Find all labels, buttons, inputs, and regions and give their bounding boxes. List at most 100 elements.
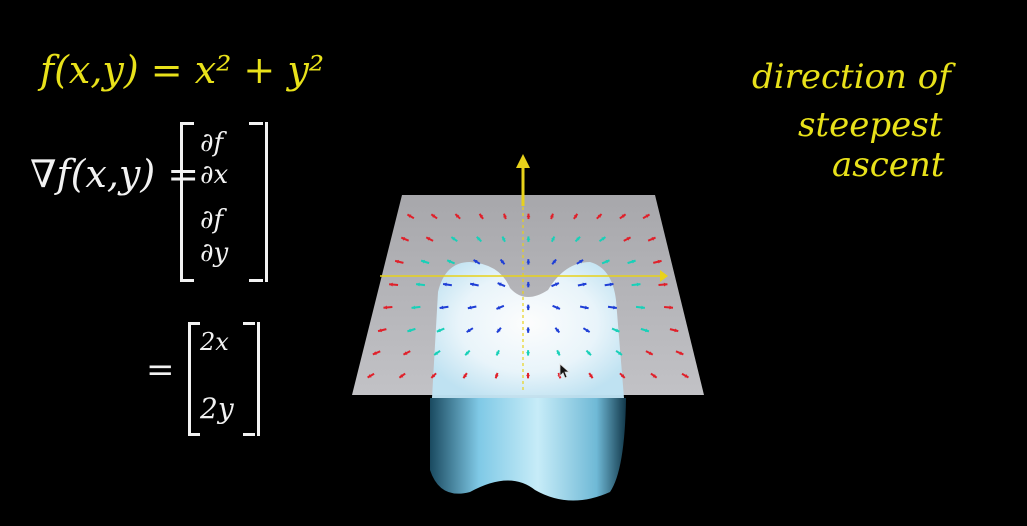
gradient-arrowhead	[601, 237, 606, 241]
gradient-arrowhead	[455, 214, 460, 218]
gradient-arrowhead	[502, 236, 506, 241]
gradient-arrowhead	[401, 237, 406, 241]
gradient-arrowhead	[389, 282, 393, 287]
gradient-arrowhead	[436, 328, 441, 333]
gradient-arrowhead	[470, 282, 474, 287]
gradient-arrowhead	[576, 236, 581, 241]
gradient-arrowhead	[556, 351, 560, 356]
gradient-arrowhead	[479, 213, 484, 218]
result-equals: =	[146, 350, 175, 390]
partial-y-numerator: ∂f	[200, 205, 224, 235]
gradient-arrowhead	[613, 305, 617, 310]
gradient-arrowhead	[626, 237, 631, 241]
gradient-arrowhead	[555, 328, 560, 333]
gradient-arrowhead	[495, 374, 499, 379]
gradient-arrowhead	[443, 282, 447, 287]
gradient-arrowhead	[451, 237, 456, 241]
gradient-lhs: ∇f(x,y) =	[30, 152, 200, 196]
gradient-arrowhead	[526, 374, 530, 379]
gradient-arrowhead	[679, 351, 684, 355]
gradient-arrowhead	[579, 259, 584, 264]
gradient-arrowhead	[496, 305, 501, 310]
gradient-arrowhead	[399, 374, 404, 378]
gradient-arrowhead	[641, 305, 645, 310]
gradient-arrowhead	[554, 282, 559, 287]
gradient-arrowhead	[526, 306, 531, 311]
gradient-arrowhead	[497, 328, 501, 333]
z-axis-arrowhead	[516, 154, 530, 168]
gradient-arrowhead	[585, 328, 590, 333]
gradient-arrowhead	[466, 328, 471, 333]
mouse-cursor-icon	[559, 363, 571, 379]
gradient-arrowhead	[467, 305, 472, 310]
gradient-arrowhead	[551, 236, 555, 241]
gradient-arrowhead	[378, 328, 382, 333]
gradient-arrowhead	[526, 213, 531, 218]
annotation-line-2: steepest	[798, 105, 943, 145]
gradient-arrowhead	[496, 351, 500, 356]
result-y-component: 2y	[200, 392, 234, 425]
gradient-arrowhead	[621, 214, 626, 218]
gradient-arrowhead	[549, 213, 554, 218]
gradient-arrowhead	[411, 305, 416, 310]
gradient-arrowhead	[644, 328, 649, 333]
gradient-arrowhead	[589, 374, 593, 379]
gradient-arrowhead	[582, 282, 587, 287]
gradient-arrowhead	[476, 236, 481, 241]
gradient-arrowhead	[587, 351, 591, 356]
gradient-arrowhead	[651, 237, 656, 241]
gradient-arrowhead	[552, 259, 557, 264]
gradient-arrowhead	[636, 282, 641, 287]
gradient-arrowhead	[447, 259, 452, 264]
gradient-arrowhead	[526, 281, 531, 286]
gradient-arrowhead	[372, 351, 377, 355]
gradient-arrowhead	[473, 259, 478, 264]
gradient-arrowhead	[556, 305, 560, 310]
partial-y-denominator: ∂y	[200, 238, 229, 268]
gradient-arrowhead	[620, 374, 625, 378]
gradient-arrowhead	[631, 259, 636, 264]
gradient-arrowhead	[500, 259, 505, 264]
gradient-arrowhead	[403, 351, 408, 355]
gradient-arrowhead	[605, 259, 610, 264]
gradient-arrowhead	[645, 214, 650, 218]
partial-x-denominator: ∂x	[200, 160, 229, 190]
result-bracket	[188, 322, 260, 436]
gradient-bracket	[180, 122, 268, 282]
gradient-arrowhead	[609, 282, 614, 287]
gradient-arrowhead	[526, 352, 531, 356]
gradient-arrowhead	[674, 328, 679, 333]
gradient-arrowhead	[584, 305, 589, 310]
gradient-arrowhead	[383, 305, 388, 310]
x-axis-arrowhead	[660, 270, 668, 282]
gradient-arrowhead	[597, 214, 602, 218]
gradient-arrowhead	[426, 237, 431, 241]
gradient-arrowhead	[657, 259, 662, 264]
gradient-arrowhead	[663, 282, 668, 287]
gradient-arrowhead	[416, 282, 420, 287]
gradient-arrowhead	[439, 305, 444, 310]
gradient-arrowhead	[407, 214, 412, 218]
function-definition: f(x,y) = x² + y²	[40, 48, 325, 92]
gradient-arrowhead	[618, 351, 622, 355]
gradient-arrowhead	[497, 282, 502, 287]
gradient-arrowhead	[573, 213, 578, 218]
gradient-arrowhead	[407, 328, 412, 333]
gradient-arrowhead	[431, 214, 436, 218]
gradient-arrowhead	[648, 351, 653, 355]
result-x-component: 2x	[200, 328, 229, 356]
gradient-arrowhead	[615, 328, 620, 333]
partial-x-numerator: ∂f	[200, 128, 224, 158]
gradient-arrowhead	[526, 329, 531, 333]
annotation-line-1: direction of	[752, 57, 951, 97]
gradient-arrowhead	[421, 259, 426, 264]
gradient-arrowhead	[503, 213, 507, 218]
surface-below-plane	[430, 398, 626, 501]
gradient-arrowhead	[684, 374, 689, 378]
gradient-arrowhead	[526, 259, 531, 263]
gradient-arrowhead	[463, 374, 468, 379]
gradient-arrowhead	[669, 305, 673, 310]
gradient-arrowhead	[652, 374, 657, 378]
gradient-arrows	[367, 213, 689, 379]
